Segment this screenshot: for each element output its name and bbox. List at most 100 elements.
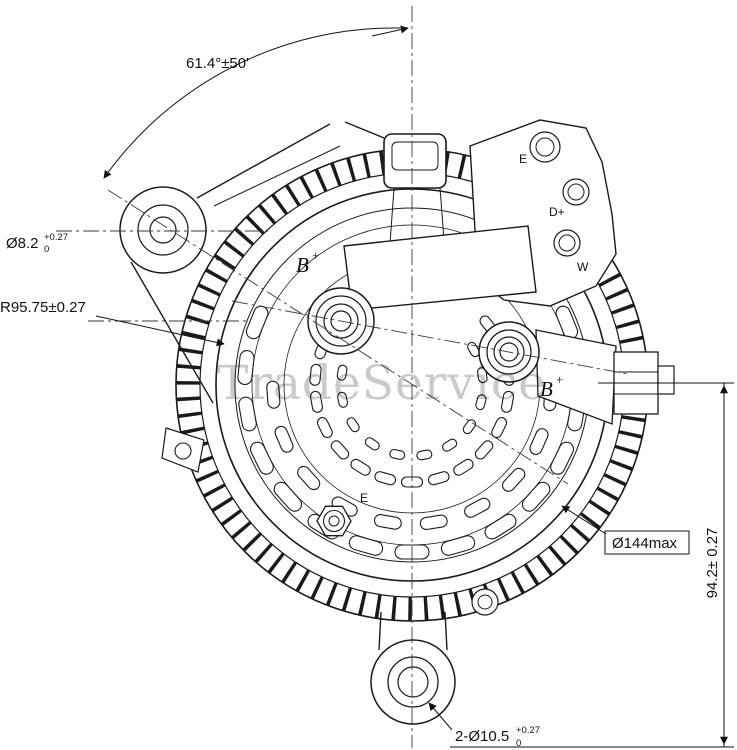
top-bracket-line bbox=[344, 121, 385, 139]
vent-slot bbox=[364, 437, 380, 451]
foot-hole-outer bbox=[387, 656, 439, 708]
dim-mount-radius: R95.75±0.27 bbox=[0, 299, 86, 316]
vent-slot bbox=[416, 449, 433, 461]
ear-boss bbox=[119, 186, 207, 274]
stud-e bbox=[535, 137, 555, 157]
vent-slot bbox=[237, 350, 255, 386]
terminal-label-texts: B + B + E D+ W E bbox=[296, 152, 589, 505]
label-e-top: E bbox=[519, 152, 527, 166]
dim-left-hole-tol-upper: +0.27 bbox=[44, 232, 68, 243]
vent-slot bbox=[374, 471, 397, 486]
dim-max-diameter: Ø144max bbox=[612, 535, 678, 552]
label-e-center: E bbox=[360, 491, 368, 505]
ear-inner-line bbox=[213, 145, 341, 207]
vent-slot bbox=[238, 396, 257, 432]
e-bolt-center bbox=[328, 515, 340, 527]
dim-bottom-holes-tol-lower: 0 bbox=[516, 738, 521, 749]
dimension-annotations: 61.4°±50' Ø8.2 +0.27 0 R95.75±0.27 Ø144m… bbox=[0, 25, 734, 749]
connector-leg-right bbox=[439, 187, 445, 241]
bplus-right-ring bbox=[486, 329, 532, 375]
label-d-plus: D+ bbox=[549, 205, 565, 219]
vent-slot bbox=[419, 514, 448, 531]
vent-slots bbox=[237, 305, 587, 560]
stud-w bbox=[558, 234, 576, 252]
vent-slot bbox=[453, 458, 474, 476]
vent-slot bbox=[427, 471, 450, 486]
vent-slot bbox=[245, 305, 269, 340]
vent-slot bbox=[297, 465, 321, 491]
centerlines bbox=[56, 6, 629, 748]
e-bolt-ring bbox=[322, 509, 346, 533]
top-connector bbox=[383, 133, 447, 189]
label-b-plus-right-sup: + bbox=[556, 372, 563, 387]
bplus-right-stud bbox=[499, 342, 519, 362]
stud-e-outer bbox=[529, 131, 561, 163]
vent-slot bbox=[484, 513, 517, 540]
dim-angle: 61.4°±50' bbox=[186, 55, 249, 72]
dim-bottom-holes: 2-Ø10.5 bbox=[455, 728, 509, 745]
vent-slot bbox=[529, 428, 549, 455]
dim-vertical-span: 94.2± 0.27 bbox=[704, 528, 721, 599]
label-b-plus-left-sup: + bbox=[312, 248, 319, 263]
vent-slot bbox=[330, 440, 350, 460]
left-small-lug-hole bbox=[174, 442, 192, 460]
vent-slot bbox=[464, 497, 491, 518]
vent-slot bbox=[309, 363, 322, 386]
foot-right-edge bbox=[444, 611, 448, 651]
vent-slot bbox=[348, 535, 384, 556]
max-diameter-leader bbox=[561, 505, 607, 535]
stud-w-outer bbox=[553, 229, 581, 257]
label-w: W bbox=[577, 260, 589, 274]
bplus-left-stud bbox=[330, 310, 352, 332]
dim-bottom-holes-tol-upper: +0.27 bbox=[516, 725, 540, 736]
stud-dplus-outer bbox=[562, 178, 590, 206]
vent-slot bbox=[266, 380, 281, 409]
left-small-lug bbox=[161, 427, 205, 473]
vent-slot bbox=[501, 390, 515, 413]
label-b-plus-left: B bbox=[296, 253, 309, 277]
vent-slot bbox=[346, 417, 360, 433]
vent-slot bbox=[316, 417, 333, 439]
ear-upper-tangent bbox=[196, 123, 331, 199]
foot-hole bbox=[397, 666, 429, 698]
stud-dplus bbox=[567, 183, 585, 201]
vent-slot bbox=[273, 481, 303, 512]
radius-leader bbox=[95, 315, 225, 347]
vent-slot bbox=[475, 394, 487, 411]
bplus-left-nut bbox=[323, 303, 359, 339]
dim-left-hole-tol-lower: 0 bbox=[44, 244, 49, 255]
terminal-centerline bbox=[231, 300, 629, 375]
right-block-bolt bbox=[657, 365, 675, 395]
bottom-holes-leader bbox=[428, 702, 453, 731]
connector-leg-left bbox=[389, 187, 395, 245]
foot-left-edge bbox=[378, 611, 382, 651]
bplus-right-nut bbox=[493, 336, 525, 368]
vent-slot bbox=[373, 514, 402, 530]
bplus-right-arm bbox=[535, 329, 617, 425]
vent-slot bbox=[249, 441, 274, 475]
ear-hole-outer bbox=[137, 204, 189, 256]
foot-boss bbox=[370, 639, 456, 725]
vent-slot bbox=[309, 390, 323, 413]
vent-slot bbox=[442, 438, 458, 452]
alternator-body bbox=[119, 119, 675, 725]
dim-left-hole: Ø8.2 bbox=[6, 235, 39, 252]
vent-slot bbox=[274, 425, 294, 453]
vent-slot bbox=[440, 535, 476, 556]
vent-slot bbox=[467, 341, 480, 358]
max-diameter-box bbox=[604, 530, 690, 555]
vent-slot bbox=[350, 458, 371, 476]
bplus-left-ring bbox=[315, 295, 367, 347]
angled-centerline bbox=[107, 189, 569, 485]
angle-dimension-arrow-top bbox=[371, 25, 409, 37]
vent-slot bbox=[501, 467, 526, 492]
vent-slot bbox=[337, 391, 349, 408]
through-bolt-outer bbox=[471, 588, 499, 616]
vent-slot bbox=[550, 441, 575, 475]
vent-slot bbox=[477, 367, 488, 384]
e-bolt-hex bbox=[316, 505, 352, 537]
vent-slot bbox=[336, 364, 348, 381]
vent-slot bbox=[491, 417, 508, 439]
